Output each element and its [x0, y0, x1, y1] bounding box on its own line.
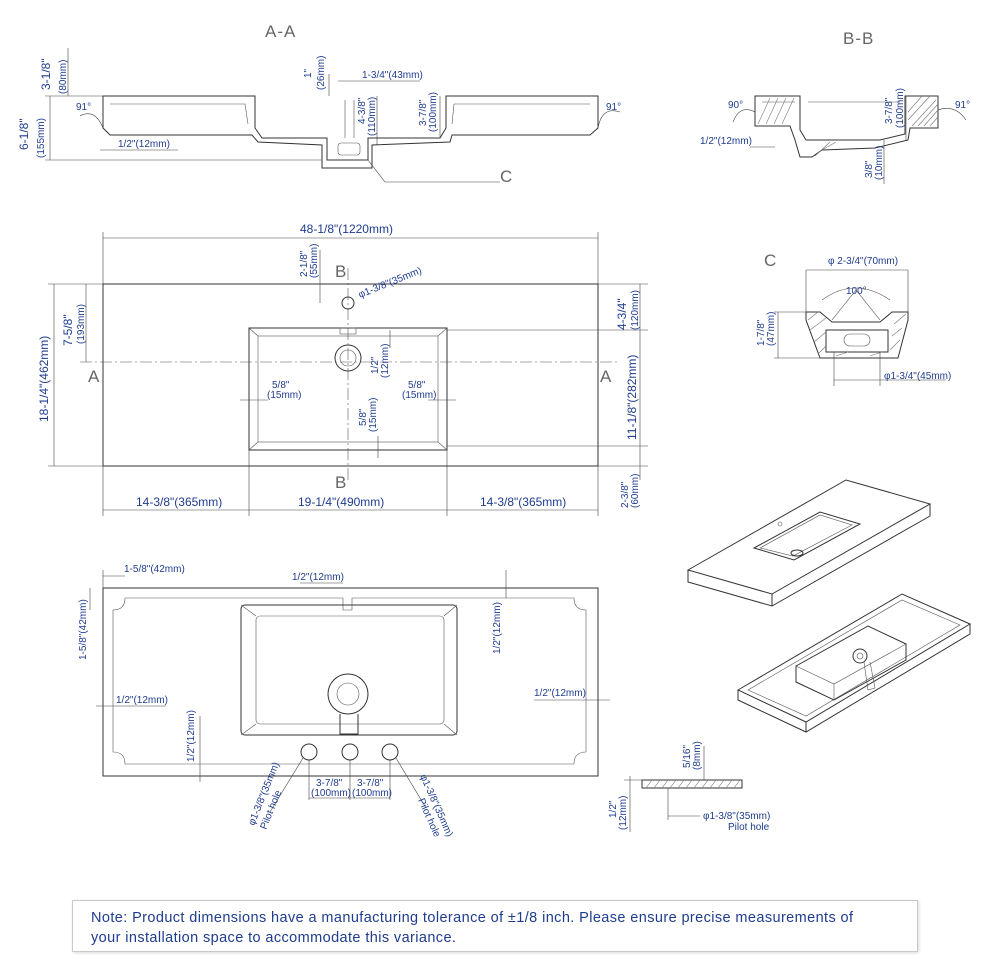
under-dim-3-7-8-a: 3-7/8" — [316, 778, 343, 789]
top-dim-half-inch: 1/2" — [370, 356, 381, 374]
top-dim-2-1-8: 2-1/8" — [299, 250, 310, 277]
pilot-dim-12mm: (12mm) — [618, 796, 629, 830]
pilot-dim-diameter: φ1-3/8"(35mm) — [703, 811, 770, 822]
top-dim-basin-width: 19-1/4"(490mm) — [298, 495, 384, 509]
top-dim-15mm-left: (15mm) — [267, 390, 301, 401]
under-dim-100mm-a: (100mm) — [311, 788, 351, 799]
aa-dim-4-3-8: 4-3/8" — [357, 97, 368, 124]
detail-c-top-diameter: φ 2-3/4"(70mm) — [828, 256, 898, 267]
top-dim-12mm: (12mm) — [380, 344, 391, 378]
top-dim-193mm: (193mm) — [76, 304, 87, 344]
underside-view: 1-5/8"(42mm) 1/2"(12mm) 1-5/8"(42mm) 1/2… — [78, 564, 610, 839]
bb-dim-half-inch: 1/2"(12mm) — [700, 136, 752, 147]
top-dim-5-8-right: 5/8" — [408, 380, 426, 391]
top-section-a-right: A — [600, 367, 612, 386]
detail-c-bottom-diameter: φ1-3/4"(45mm) — [884, 371, 951, 382]
aa-dim-1-inch: 1" — [303, 68, 314, 78]
aa-dim-80mm: (80mm) — [58, 60, 69, 94]
section-bb-title: B-B — [843, 29, 874, 48]
top-section-b-lower: B — [335, 473, 347, 492]
aa-dim-110mm: (110mm) — [367, 97, 378, 136]
top-section-a-left: A — [88, 367, 100, 386]
top-dim-60mm: (60mm) — [630, 474, 641, 508]
top-dim-18-1-4: 18-1/4"(462mm) — [37, 336, 51, 422]
top-dim-5-8-bottom: 5/8" — [358, 408, 369, 426]
bb-dim-100mm: (100mm) — [895, 88, 906, 128]
top-plan-view: 48-1/8"(1220mm) B B A A 2-1/8" (55mm) φ1… — [37, 222, 648, 516]
detail-c-view: C φ 2-3/4"(70mm) 100° 1-7/8" (47mm) φ1-3… — [756, 251, 951, 386]
section-bb-view: B-B 90° 91° 1/2"(12mm) 3-7/8" (100mm) 3/… — [700, 29, 970, 184]
bb-angle-left: 90° — [728, 100, 743, 111]
under-dim-left-half: 1/2"(12mm) — [116, 695, 168, 706]
tolerance-note-line-1: Note: Product dimensions have a manufact… — [91, 910, 854, 926]
pilot-dim-half: 1/2" — [608, 800, 619, 818]
pilot-hole-detail: 5/16" (8mm) 1/2" (12mm) φ1-3/8"(35mm) Pi… — [608, 741, 770, 833]
top-dim-right-margin: 14-3/8"(365mm) — [480, 495, 566, 509]
top-section-b-upper: B — [335, 262, 347, 281]
top-dim-2-3-8: 2-3/8" — [620, 481, 631, 508]
aa-dim-1-3-4: 1-3/4"(43mm) — [362, 70, 423, 81]
top-dim-4-3-4: 4-3/4" — [615, 298, 629, 330]
under-dim-right-half: 1/2"(12mm) — [534, 688, 586, 699]
pilot-dim-8mm: (8mm) — [692, 741, 703, 770]
bb-dim-10mm: (10mm) — [874, 146, 885, 180]
sink-technical-drawing: A-A C 3-1/8" (80mm) 6-1/8" (155mm) 91° 1… — [17, 22, 972, 839]
detail-c-angle: 100° — [846, 286, 867, 297]
tolerance-note: Note: Product dimensions have a manufact… — [72, 900, 918, 952]
top-dim-7-5-8: 7-5/8" — [61, 314, 75, 346]
aa-dim-155mm: (155mm) — [36, 118, 47, 158]
tolerance-note-line-2: your installation space to accommodate t… — [91, 930, 457, 946]
top-dim-15mm-bottom: (15mm) — [368, 398, 379, 432]
section-aa-title: A-A — [265, 22, 296, 41]
top-hole-diameter: φ1-3/8"(35mm) — [357, 265, 424, 300]
aa-dim-half-inch: 1/2"(12mm) — [118, 139, 170, 150]
under-dim-100mm-b: (100mm) — [352, 788, 392, 799]
isometric-bottom-view — [736, 593, 972, 733]
under-dim-top-half: 1/2"(12mm) — [292, 572, 344, 583]
top-dim-11-1-8: 11-1/8"(282mm) — [625, 355, 639, 440]
bb-angle-right: 91° — [955, 100, 970, 111]
aa-dim-3-7-8: 3-7/8" — [418, 99, 429, 126]
pilot-dim-label: Pilot hole — [728, 822, 770, 833]
aa-dim-6-1-8: 6-1/8" — [17, 118, 31, 150]
under-dim-left-1-5-8: 1-5/8"(42mm) — [78, 599, 89, 660]
bb-dim-3-7-8: 3-7/8" — [884, 97, 895, 124]
section-aa-view: A-A C 3-1/8" (80mm) 6-1/8" (155mm) 91° 1… — [17, 22, 621, 186]
under-dim-3-7-8-b: 3-7/8" — [357, 778, 384, 789]
under-dim-left-half-v: 1/2"(12mm) — [186, 710, 197, 762]
section-aa-callout-c: C — [500, 167, 513, 186]
top-dim-left-margin: 14-3/8"(365mm) — [136, 495, 222, 509]
top-dim-55mm: (55mm) — [309, 244, 320, 278]
detail-c-title: C — [764, 251, 777, 270]
aa-angle-left: 91° — [76, 102, 91, 113]
detail-c-dim-47mm: (47mm) — [766, 312, 777, 346]
under-dim-right-half-v: 1/2"(12mm) — [492, 602, 503, 654]
aa-dim-26mm: (26mm) — [316, 56, 327, 90]
aa-dim-3-1-8: 3-1/8" — [39, 58, 53, 90]
aa-angle-right: 91° — [606, 102, 621, 113]
bb-dim-3-8: 3/8" — [864, 160, 875, 178]
top-dim-total-width: 48-1/8"(1220mm) — [300, 222, 393, 236]
detail-c-dim-1-7-8: 1-7/8" — [756, 319, 767, 346]
under-dim-top-1-5-8: 1-5/8"(42mm) — [124, 564, 185, 575]
top-dim-5-8-left: 5/8" — [272, 380, 290, 391]
aa-dim-100mm: (100mm) — [428, 92, 439, 132]
isometric-top-view — [686, 479, 932, 607]
top-dim-15mm-right: (15mm) — [402, 390, 436, 401]
pilot-dim-5-16: 5/16" — [682, 745, 693, 768]
top-dim-120mm: (120mm) — [630, 290, 641, 330]
